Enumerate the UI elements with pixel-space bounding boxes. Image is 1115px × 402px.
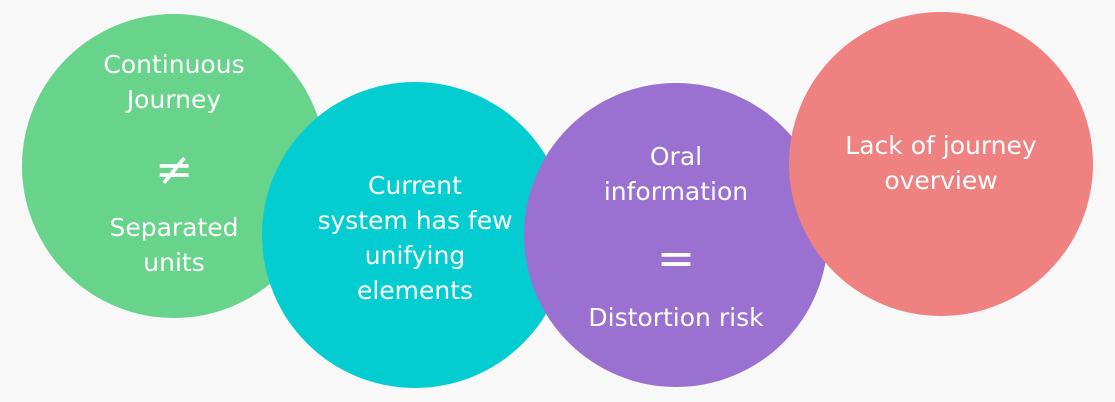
circle-bottom-text: Separated units (109, 213, 239, 277)
circle-unifying-elements: Current system has few unifying elements (262, 82, 568, 388)
circle-journey-overview: Lack of journey overview (789, 12, 1093, 316)
circle-text: Lack of journey overview (845, 131, 1037, 195)
equals-symbol: = (656, 231, 696, 285)
circle-text: Current system has few unifying elements (317, 171, 513, 305)
circle-top-text: Oral information (603, 142, 749, 206)
not-equal-symbol: ≠ (154, 142, 194, 196)
circle-top-text: Continuous Journey (103, 50, 245, 114)
circle-continuous-journey: Continuous Journey ≠ Separated units (22, 14, 326, 318)
circle-bottom-text: Distortion risk (588, 303, 764, 332)
circle-oral-information: Oral information = Distortion risk (524, 83, 828, 387)
